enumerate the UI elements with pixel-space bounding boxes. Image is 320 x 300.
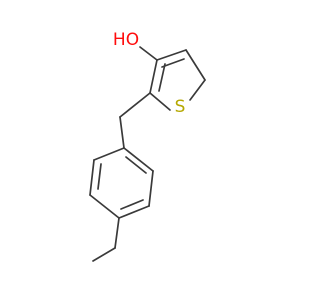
molecule-structure: HO S — [89, 30, 206, 262]
bond-b3-b4 — [118, 205, 150, 219]
bond-c2-ch2 — [119, 92, 151, 118]
bond-c3-oh — [139, 46, 158, 61]
bond-c3-c4 — [156, 49, 187, 61]
bond-b1-b2 — [123, 147, 154, 172]
bond-ring-ethyl — [114, 217, 120, 249]
bond-b1-b2-inner — [125, 156, 147, 174]
sulfur-label: S — [175, 97, 186, 117]
bond-c5-s — [189, 79, 206, 101]
bond-c3-c4-inner — [161, 58, 185, 68]
bond-b2-b3 — [148, 170, 154, 207]
hydroxyl-label: HO — [113, 30, 139, 50]
molecule-canvas: HO S — [89, 30, 206, 262]
bond-b6-b1 — [93, 147, 125, 161]
bond-b5-b6 — [89, 159, 95, 196]
bond-s-c2 — [149, 92, 171, 111]
bond-c2-c3 — [149, 59, 158, 94]
bond-ch2-ring — [119, 116, 125, 149]
bond-ethyl-ch3 — [92, 247, 116, 262]
bond-b5-b6-inner — [97, 163, 102, 190]
bond-c4-c5 — [185, 49, 206, 81]
bond-b3-b4-inner — [120, 199, 144, 210]
bond-b4-b5 — [89, 194, 120, 219]
bond-c2-c3-inner — [158, 63, 166, 92]
